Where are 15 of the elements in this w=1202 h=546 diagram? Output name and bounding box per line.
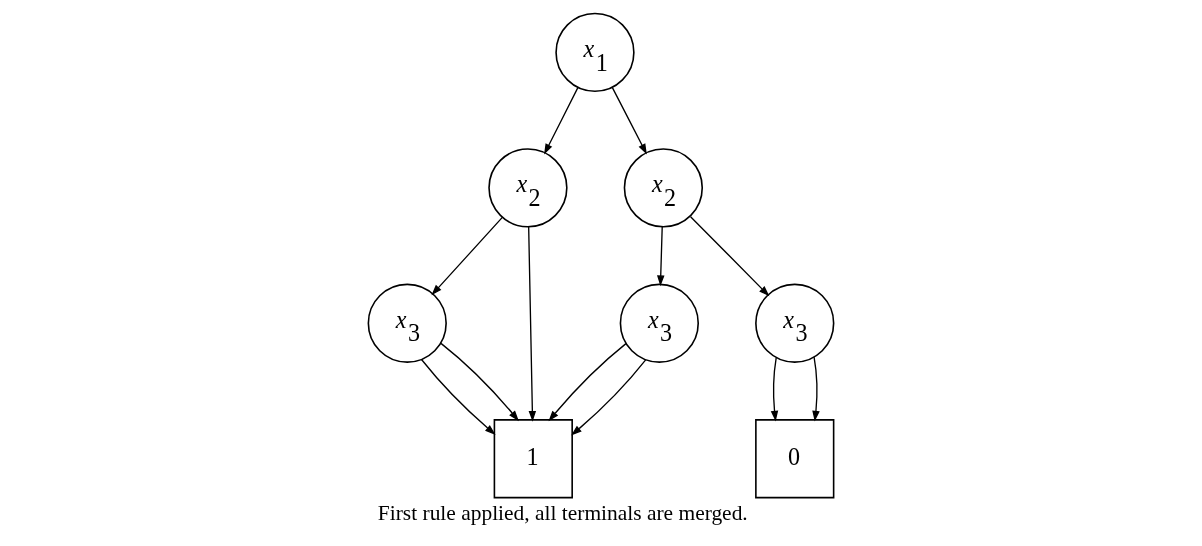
arrow [812,356,820,422]
arrow [420,358,496,435]
arrow [770,357,779,422]
arrow [528,226,537,422]
arrow [611,86,647,155]
arrow [440,342,519,422]
arrow [571,359,647,436]
arrow [689,216,770,297]
arrow [657,226,665,287]
node-box: 0 [755,419,835,499]
node-box: 1 [493,419,573,499]
arrow [548,342,627,422]
arrow [431,216,503,296]
caption: First rule applied, all terminals are merged. [377,501,748,526]
arrow [544,86,579,155]
